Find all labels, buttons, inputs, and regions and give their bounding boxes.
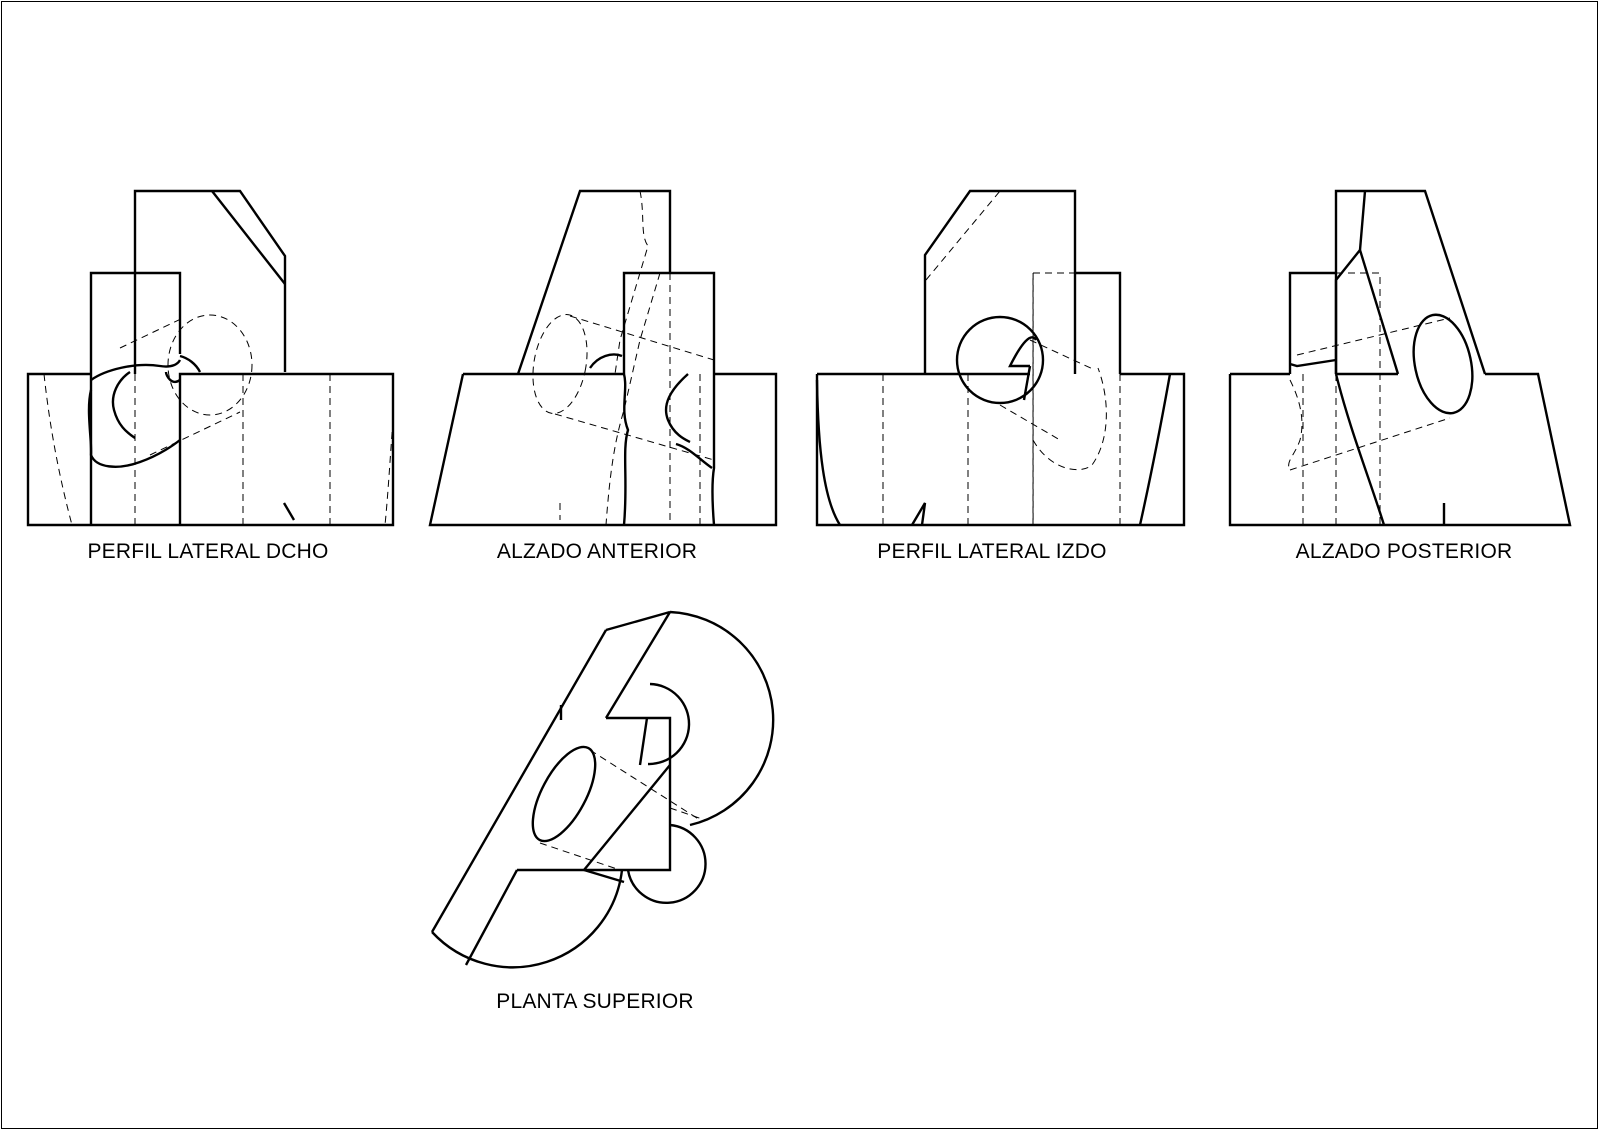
view-label-perfil-lateral-dcho: PERFIL LATERAL DCHO (87, 540, 329, 563)
view-label-perfil-lateral-izdo: PERFIL LATERAL IZDO (877, 540, 1107, 563)
view-alzado-posterior (1228, 189, 1572, 527)
view-label-planta-superior: PLANTA SUPERIOR (496, 990, 694, 1013)
view-alzado-anterior (428, 189, 778, 527)
view-perfil-lateral-dcho (26, 189, 395, 527)
view-perfil-lateral-izdo (815, 189, 1186, 527)
view-planta-superior (430, 610, 775, 969)
view-label-alzado-posterior: ALZADO POSTERIOR (1295, 540, 1513, 563)
view-label-alzado-anterior: ALZADO ANTERIOR (496, 540, 698, 563)
